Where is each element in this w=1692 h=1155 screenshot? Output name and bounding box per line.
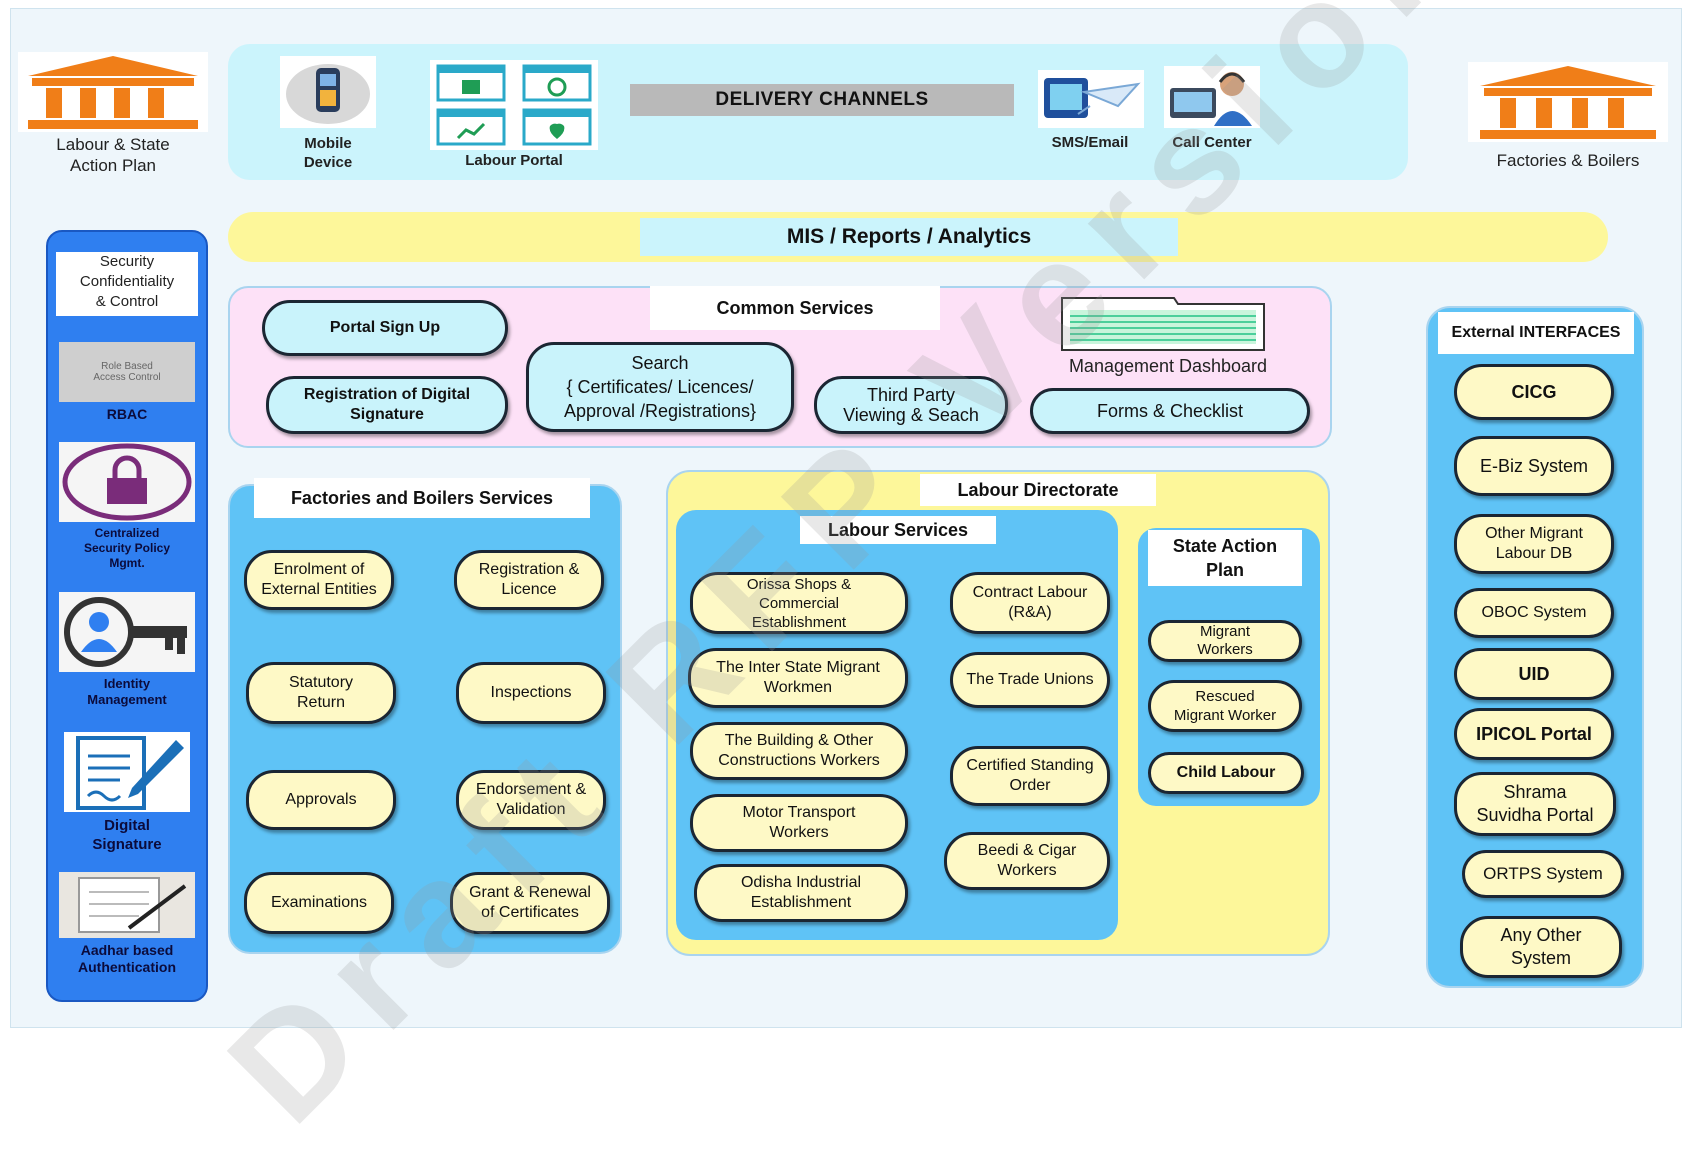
state-action-plan-pill: Rescued Migrant Worker <box>1148 680 1302 732</box>
dashboard-document-icon <box>1056 292 1278 354</box>
sidebar-item-rbac: Role Based Access Control RBAC <box>56 342 198 423</box>
labour-directorate-panel: Labour Directorate Labour Services Oriss… <box>666 470 1330 956</box>
sidebar-item-label: Digital Signature <box>92 817 162 853</box>
notebook-pen-icon <box>59 872 195 938</box>
labour-service-pill: The Inter State Migrant Workmen <box>688 648 908 708</box>
external-interfaces-title: External INTERFACES <box>1438 312 1634 354</box>
sidebar-item-digital-signature: Digital Signature <box>56 732 198 854</box>
state-action-plan-pill: Migrant Workers <box>1148 620 1302 662</box>
labour-service-pill: Motor Transport Workers <box>690 794 908 852</box>
external-interface-pill: Other Migrant Labour DB <box>1454 514 1614 574</box>
sidebar-item-label: Centralized Security Policy Mgmt. <box>83 526 171 570</box>
labour-directorate-title: Labour Directorate <box>920 474 1156 506</box>
external-interface-pill: UID <box>1454 648 1614 700</box>
state-action-plan-panel: State Action Plan Migrant Workers Rescue… <box>1138 528 1320 806</box>
external-interfaces-panel: External INTERFACES CICG E-Biz System Ot… <box>1426 306 1644 988</box>
factories-boilers-building: Factories & Boilers <box>1468 62 1668 182</box>
labour-service-pill: Certified Standing Order <box>950 746 1110 806</box>
external-interface-pill: Shrama Suvidha Portal <box>1454 772 1616 836</box>
government-building-icon <box>18 52 208 132</box>
factories-boilers-label: Factories & Boilers <box>1496 151 1640 170</box>
labour-service-pill: Orissa Shops & Commercial Establishment <box>690 572 908 634</box>
external-interface-pill: ORTPS System <box>1462 850 1624 898</box>
rbac-icon-text: Role Based Access Control <box>93 361 161 383</box>
external-interface-pill: Any Other System <box>1460 916 1622 978</box>
factories-services-panel: Factories and Boilers Services Enrolment… <box>228 478 622 954</box>
factory-service-pill: Grant & Renewal of Certificates <box>450 872 610 934</box>
search-certificates-pill: Search { Certificates/ Licences/ Approva… <box>526 342 794 432</box>
factory-service-pill: Enrolment of External Entities <box>244 550 394 610</box>
sidebar-item-label: Aadhar based Authentication <box>78 942 176 975</box>
external-interface-pill: CICG <box>1454 364 1614 420</box>
management-dashboard-label: Management Dashboard <box>1068 356 1268 376</box>
labour-portal-label: Labour Portal <box>465 152 563 169</box>
factories-services-title: Factories and Boilers Services <box>254 478 590 518</box>
labour-service-pill: The Building & Other Constructions Worke… <box>690 722 908 780</box>
government-building-icon <box>1468 62 1668 142</box>
labour-services-panel: Labour Services Orissa Shops & Commercia… <box>676 510 1118 940</box>
sidebar-item-label: RBAC <box>106 406 148 422</box>
identity-key-icon <box>59 592 195 672</box>
delivery-channels-title: DELIVERY CHANNELS <box>630 84 1014 116</box>
document-pen-icon <box>64 732 190 812</box>
sidebar-item-security-policy: Centralized Security Policy Mgmt. <box>56 442 198 571</box>
portal-signup-pill: Portal Sign Up <box>262 300 508 356</box>
common-services-panel: Common Services Portal Sign Up Registrat… <box>228 286 1332 448</box>
digital-signature-registration-pill: Registration of Digital Signature <box>266 376 508 434</box>
mis-bar: MIS / Reports / Analytics <box>228 212 1608 262</box>
security-sidebar: Security Confidentiality & Control Role … <box>46 230 208 1002</box>
labour-services-title: Labour Services <box>800 516 996 544</box>
mis-title: MIS / Reports / Analytics <box>786 225 1032 248</box>
factory-service-pill: Registration & Licence <box>454 550 604 610</box>
mobile-device-label: Mobile Device <box>303 135 353 171</box>
external-interface-pill: IPICOL Portal <box>1454 708 1614 760</box>
factory-service-pill: Statutory Return <box>246 662 396 724</box>
call-center-label: Call Center <box>1172 134 1252 151</box>
sms-email-label: SMS/Email <box>1051 134 1129 151</box>
labour-portal-icon <box>430 60 598 150</box>
external-interface-pill: E-Biz System <box>1454 436 1614 496</box>
labour-service-pill: Beedi & Cigar Workers <box>944 832 1110 890</box>
common-services-title: Common Services <box>650 286 940 330</box>
state-action-plan-title: State Action Plan <box>1148 530 1302 586</box>
labour-service-pill: The Trade Unions <box>950 652 1110 708</box>
labour-state-label: Labour & State Action Plan <box>56 135 170 175</box>
labour-service-pill: Odisha Industrial Establishment <box>694 864 908 922</box>
padlock-icon <box>59 442 195 522</box>
factory-service-pill: Approvals <box>246 770 396 830</box>
factory-service-pill: Endorsement & Validation <box>456 770 606 830</box>
forms-checklist-pill: Forms & Checklist <box>1030 388 1310 434</box>
mobile-device-icon <box>280 56 376 128</box>
sidebar-item-label: Identity Management <box>87 676 167 707</box>
rbac-icon: Role Based Access Control <box>59 342 195 402</box>
mis-title-box: MIS / Reports / Analytics <box>640 218 1178 256</box>
security-sidebar-title: Security Confidentiality & Control <box>56 252 198 316</box>
factory-service-pill: Examinations <box>244 872 394 934</box>
third-party-viewing-pill: Third Party Viewing & Seach <box>814 376 1008 434</box>
delivery-channels-title-text: DELIVERY CHANNELS <box>715 89 929 110</box>
labour-state-building: Labour & State Action Plan <box>18 52 208 182</box>
labour-service-pill: Contract Labour (R&A) <box>950 572 1110 634</box>
delivery-channels-panel: Mobile Device Labour Portal DELIVERY CHA… <box>228 44 1408 180</box>
external-interface-pill: OBOC System <box>1454 588 1614 638</box>
sidebar-item-aadhar: Aadhar based Authentication <box>56 872 198 976</box>
call-center-icon <box>1164 66 1260 128</box>
state-action-plan-pill: Child Labour <box>1148 752 1304 794</box>
sidebar-item-identity: Identity Management <box>56 592 198 708</box>
factory-service-pill: Inspections <box>456 662 606 724</box>
sms-email-icon <box>1038 70 1144 128</box>
